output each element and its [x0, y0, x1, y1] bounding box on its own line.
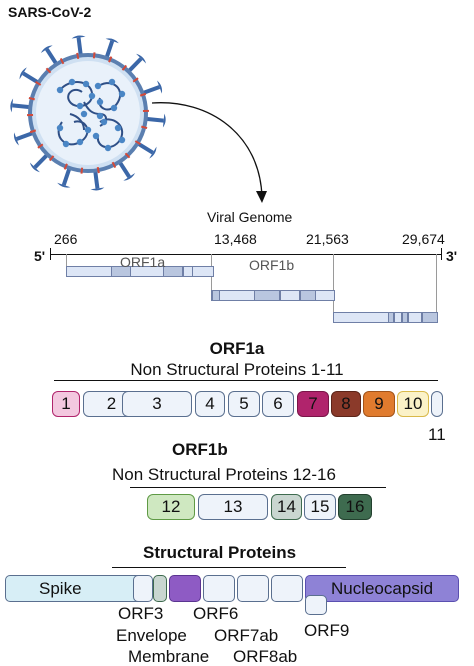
- membrane-box: [169, 575, 201, 602]
- orf6-box: [203, 575, 235, 602]
- curved-arrow-icon: [150, 95, 270, 210]
- nsp1-box: 1: [52, 391, 80, 417]
- nsp15-box: 15: [304, 494, 336, 520]
- orf1b-title: ORF1b: [172, 441, 228, 458]
- structural-title: Structural Proteins: [143, 544, 296, 561]
- nsp5-box: 5: [228, 391, 260, 417]
- membrane-label: Membrane: [128, 648, 209, 665]
- orf1a-genome-label: ORF1a: [120, 255, 165, 269]
- nsp7-box: 7: [297, 391, 329, 417]
- nsp9-box: 9: [363, 391, 395, 417]
- genome-pos-29674: 29,674: [402, 232, 445, 246]
- genome-pos-266: 266: [54, 232, 77, 246]
- orf1a-subtitle: Non Structural Proteins 1-11: [0, 361, 474, 378]
- genome-line: [50, 254, 442, 255]
- orf9-box: [305, 595, 327, 615]
- spike-box: Spike: [5, 575, 150, 602]
- orf8ab-box: [271, 575, 303, 602]
- nsp11-box: [431, 391, 443, 417]
- orf3-label: ORF3: [118, 605, 163, 622]
- virus-title: SARS-CoV-2: [8, 5, 91, 19]
- nsp16-box: 16: [338, 494, 372, 520]
- genome-boundary-266: [66, 254, 67, 266]
- nsp6-box: 6: [262, 391, 294, 417]
- orf1b-subtitle: Non Structural Proteins 12-16: [112, 466, 336, 483]
- structural-divider: [112, 567, 346, 568]
- genome-boundary-29674: [436, 254, 437, 312]
- genome-pos-21563: 21,563: [306, 232, 349, 246]
- genome-tick-end: [441, 248, 442, 260]
- five-prime-label: 5': [34, 249, 45, 263]
- nsp11-label: 11: [428, 426, 446, 443]
- nsp3-box: 3: [122, 391, 192, 417]
- nsp4-box: 4: [195, 391, 225, 417]
- orf1a-title: ORF1a: [0, 340, 474, 357]
- orf1a-divider: [54, 380, 438, 381]
- nsp12-box: 12: [147, 494, 195, 520]
- genome-tick-start: [50, 248, 51, 260]
- nsp8-box: 8: [331, 391, 361, 417]
- orf1b-genome-bar: [211, 290, 335, 301]
- orf1b-divider: [130, 487, 386, 488]
- envelope-box: [153, 575, 167, 602]
- envelope-label: Envelope: [116, 627, 187, 644]
- orf7ab-box: [237, 575, 269, 602]
- nucleocapsid-box: Nucleocapsid: [305, 575, 459, 602]
- orf3-box: [133, 575, 153, 602]
- three-prime-label: 3': [446, 249, 457, 263]
- orf6-label: ORF6: [193, 605, 238, 622]
- nsp14-box: 14: [271, 494, 302, 520]
- nsp13-box: 13: [198, 494, 268, 520]
- nsp10-box: 10: [397, 391, 429, 417]
- orf8ab-label: ORF8ab: [233, 648, 297, 665]
- orf7ab-label: ORF7ab: [214, 627, 278, 644]
- orf1b-genome-label: ORF1b: [249, 258, 294, 272]
- genome-pos-13468: 13,468: [214, 232, 257, 246]
- genome-boundary-21563: [333, 254, 334, 312]
- orf9-label: ORF9: [304, 622, 349, 639]
- structural-genome-bar: [333, 312, 437, 323]
- genome-title: Viral Genome: [207, 210, 292, 224]
